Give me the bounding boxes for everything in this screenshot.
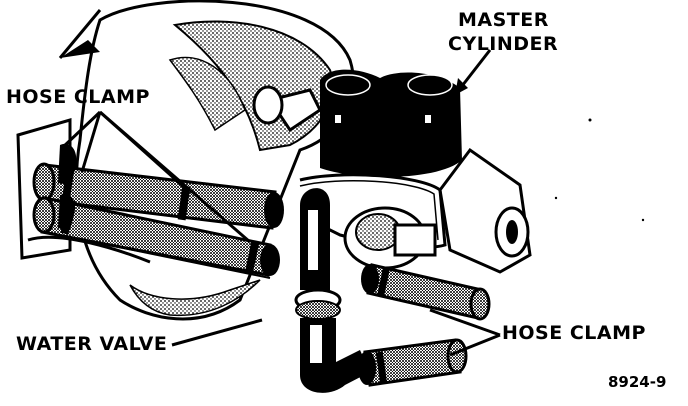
arrow-top-left (58, 9, 102, 59)
scan-specks (554, 118, 645, 222)
label-master-cylinder-line1: MASTER (458, 9, 549, 31)
label-hose-clamp-right: HOSE CLAMP (502, 322, 646, 344)
heater-hose-right-lower (358, 338, 468, 387)
heater-hose-right-middle (361, 263, 491, 321)
label-water-valve: WATER VALVE (16, 333, 168, 355)
hose-clamps (60, 167, 390, 385)
water-valve-body (343, 206, 437, 270)
label-hose-clamp-left: HOSE CLAMP (6, 86, 150, 108)
figure-number: 8924-9 (608, 373, 667, 391)
valve-tube (294, 188, 370, 393)
label-master-cylinder-line2: CYLINDER (448, 33, 559, 55)
master-cylinder (252, 69, 532, 274)
